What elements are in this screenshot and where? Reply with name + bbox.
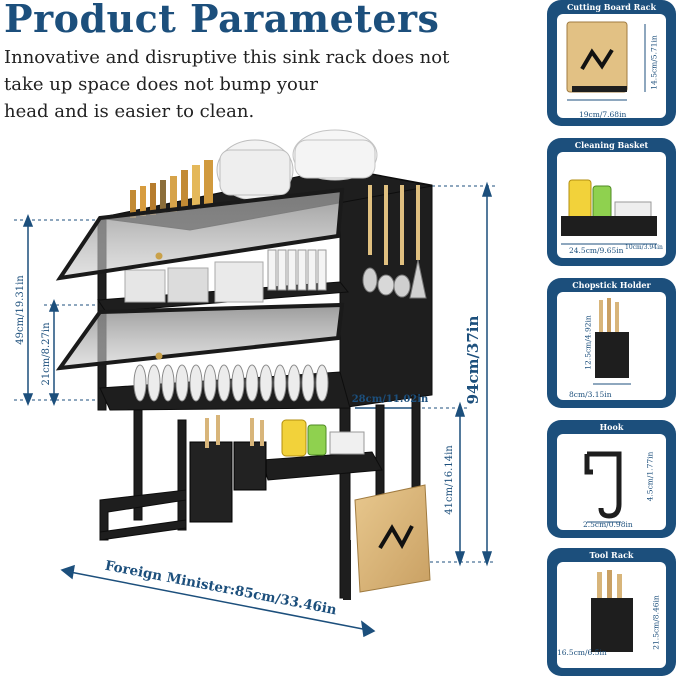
utensils (362, 185, 427, 299)
glass-doors (55, 187, 345, 371)
dim-28cm: 28cm/11.02in (352, 394, 429, 405)
panel-label-width: 2.5cm/0.98in (583, 520, 633, 529)
panel-chopstick-holder: Chopstick Holder 8cm/3.15in 12.5cm/4.92i… (547, 278, 676, 408)
panel-label-height: 4.5cm/1.77in (645, 451, 655, 502)
panel-label-height: 12.5cm/4.92in (583, 315, 593, 370)
panel-title: Cleaning Basket (574, 140, 649, 150)
description: Innovative and disruptive this sink rack… (4, 44, 504, 125)
sink-rack-illustration: 49cm/19.31in 21cm/8.27in 94cm/37in 41cm/… (14, 129, 495, 638)
description-line-1: Innovative and disruptive this sink rack… (4, 47, 450, 68)
chopstick-holder-icon (593, 298, 631, 385)
top-items (130, 129, 378, 218)
cleaning-basket-icon (561, 179, 657, 245)
panel-tool-rack: Tool Rack 16.5cm/6.5in 21.5cm/8.46in (547, 548, 676, 676)
panel-label-depth: 10cm/3.94in (625, 244, 663, 251)
lower-items (189, 415, 365, 523)
dishes (124, 249, 329, 402)
panel-title: Hook (599, 422, 624, 432)
panel-cleaning-basket: Cleaning Basket 24.5cm/9.65in 10cm/3.94i… (547, 138, 676, 266)
page-title: Product Parameters (4, 0, 440, 41)
panel-cutting-board-rack: Cutting Board Rack 19cm/7.68in 14.5cm/5.… (547, 0, 676, 126)
cutting-board-rack-icon (566, 21, 646, 101)
panel-label-width: 8cm/3.15in (569, 390, 612, 399)
panel-label-width: 16.5cm/6.5in (557, 648, 607, 657)
dim-94cm: 94cm/37in (464, 315, 482, 404)
panel-label-width: 19cm/7.68in (579, 110, 627, 119)
panel-hook: Hook 2.5cm/0.98in 4.5cm/1.77in (547, 420, 676, 538)
dim-width: Foreign Minister:85cm/33.46in (104, 558, 339, 619)
dim-21cm: 21cm/8.27in (41, 322, 52, 386)
panel-label-width: 24.5cm/9.65in (569, 246, 624, 255)
dim-41cm: 41cm/16.14in (444, 445, 455, 515)
panel-label-height: 21.5cm/8.46in (651, 595, 661, 650)
description-line-2: take up space does not bump your (4, 74, 319, 95)
panel-label-height: 14.5cm/5.71in (649, 35, 659, 90)
hook-icon (584, 451, 622, 523)
panel-title: Cutting Board Rack (566, 2, 657, 12)
description-line-3: head and is easier to clean. (4, 101, 255, 122)
panel-title: Chopstick Holder (572, 280, 651, 290)
dim-49cm: 49cm/19.31in (15, 275, 26, 345)
tool-rack-icon (591, 570, 633, 652)
cutting-board (343, 484, 431, 600)
panel-title: Tool Rack (589, 550, 634, 560)
